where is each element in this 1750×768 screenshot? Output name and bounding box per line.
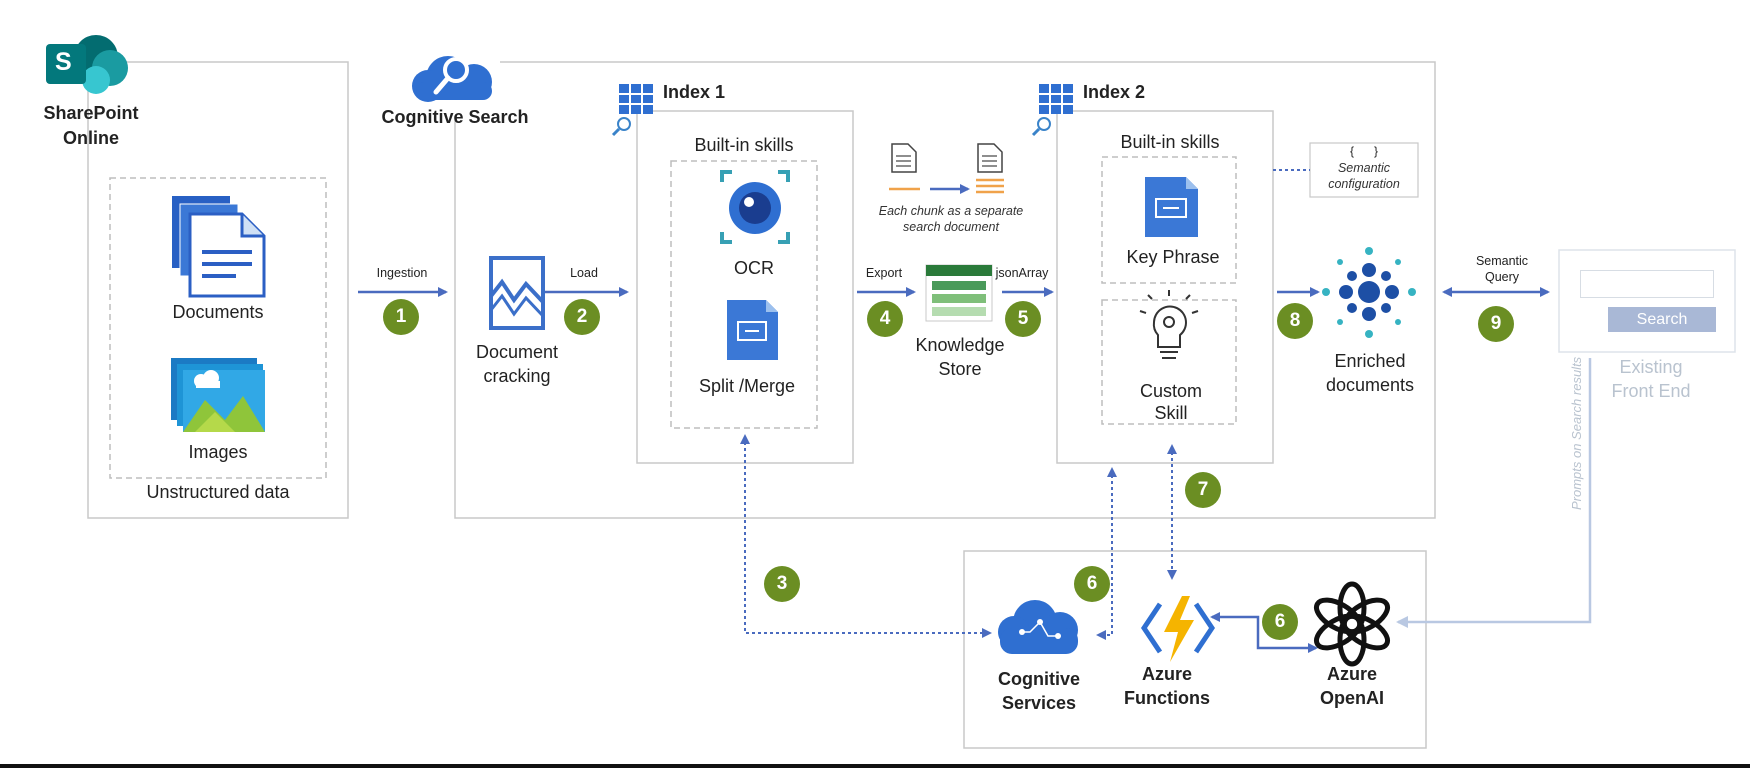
images-label: Images <box>188 442 248 462</box>
index2-box <box>1056 110 1274 464</box>
chunk-note-line1: Each chunk as a separate <box>878 204 1024 218</box>
azure-openai-line2: OpenAI <box>1319 688 1385 708</box>
custom-skill-line2: Skill <box>1154 403 1188 423</box>
bottom-border <box>0 764 1750 768</box>
semantic-config-braces: { } <box>1349 144 1379 158</box>
document-cracking-line2: cracking <box>483 366 551 386</box>
azure-openai-line1: Azure <box>1326 664 1378 684</box>
step-5-badge: 5 <box>1005 301 1041 337</box>
export-label: Export <box>865 266 903 280</box>
ingestion-label: Ingestion <box>376 266 428 280</box>
load-label: Load <box>570 266 598 280</box>
knowledge-store-line1: Knowledge <box>915 335 1005 355</box>
cognitive-services-line1: Cognitive <box>997 669 1081 689</box>
front-end-search-input[interactable] <box>1580 270 1714 298</box>
azure-functions-line1: Azure <box>1141 664 1193 684</box>
openai-icon <box>1314 581 1390 667</box>
key-phrase-label: Key Phrase <box>1126 247 1220 267</box>
unstructured-dashed-box <box>109 177 327 479</box>
sharepoint-title-line1: SharePoint <box>43 103 139 123</box>
index1-grid-icon <box>611 84 653 137</box>
json-array-label: jsonArray <box>995 266 1049 280</box>
cognitive-services-line2: Services <box>1001 693 1077 713</box>
custom-skill-dashed <box>1101 299 1237 425</box>
step-3-badge: 3 <box>764 566 800 602</box>
step-1-badge: 1 <box>383 299 419 335</box>
split-merge-icon <box>727 300 778 360</box>
sharepoint-logo-letter: S <box>55 48 72 76</box>
index1-skills-dashed <box>670 160 818 429</box>
step-9-badge: 9 <box>1478 306 1514 342</box>
enriched-line1: Enriched <box>1334 351 1406 371</box>
step-4-badge: 4 <box>867 301 903 337</box>
cognitive-search-title: Cognitive Search <box>381 107 529 127</box>
knowledge-store-icon <box>925 264 993 322</box>
documents-label: Documents <box>172 302 264 322</box>
front-end-box <box>1558 249 1736 353</box>
document-cracking-icon <box>489 256 545 330</box>
ocr-label: OCR <box>734 258 774 278</box>
step-6-badge-services: 6 <box>1074 566 1110 602</box>
azure-functions-line2: Functions <box>1124 688 1210 708</box>
step-7-badge: 7 <box>1185 472 1221 508</box>
sharepoint-title-line2: Online <box>62 128 120 148</box>
azure-functions-icon <box>1140 596 1216 662</box>
sharepoint-box <box>87 61 349 519</box>
index2-title: Index 2 <box>1083 82 1146 102</box>
enriched-documents-icon <box>1322 247 1416 338</box>
unstructured-caption: Unstructured data <box>146 482 290 502</box>
custom-skill-lightbulb-icon <box>1139 290 1199 359</box>
cognitive-search-cloud-icon <box>412 56 492 102</box>
knowledge-store-line2: Store <box>938 359 982 379</box>
front-end-line1: Existing <box>1619 357 1683 377</box>
chunk-source-doc-icon <box>889 143 920 191</box>
document-cracking-line1: Document <box>475 342 559 362</box>
chunk-target-doc-icon <box>976 143 1004 194</box>
semantic-query-line1: Semantic <box>1475 254 1529 268</box>
prompts-label: Prompts on Search results <box>1569 356 1584 510</box>
index1-title: Index 1 <box>663 82 726 102</box>
documents-icon <box>172 196 266 298</box>
step-6-badge-openai: 6 <box>1262 604 1298 640</box>
cognitive-search-box <box>454 61 1436 519</box>
index2-skills-title: Built-in skills <box>1120 132 1220 152</box>
enriched-line2: documents <box>1325 375 1415 395</box>
step-8-badge: 8 <box>1277 303 1313 339</box>
front-end-search-button[interactable]: Search <box>1608 307 1716 332</box>
index2-grid-icon <box>1031 84 1073 137</box>
custom-skill-line1: Custom <box>1139 381 1203 401</box>
front-end-line2: Front End <box>1611 381 1691 401</box>
services-box <box>963 550 1427 749</box>
index1-skills-title: Built-in skills <box>694 135 794 155</box>
split-merge-label: Split /Merge <box>698 376 796 396</box>
sharepoint-logo-icon <box>46 35 128 94</box>
semantic-query-line2: Query <box>1484 270 1520 284</box>
semantic-config-line2: configuration <box>1328 177 1400 191</box>
key-phrase-icon <box>1145 177 1198 237</box>
step-2-badge: 2 <box>564 299 600 335</box>
semantic-config-line1: Semantic <box>1337 161 1391 175</box>
ocr-eye-icon <box>720 170 790 244</box>
cognitive-services-icon <box>998 600 1078 654</box>
index1-box <box>636 110 854 464</box>
chunk-note-line2: search document <box>903 220 999 234</box>
images-icon <box>171 358 265 432</box>
